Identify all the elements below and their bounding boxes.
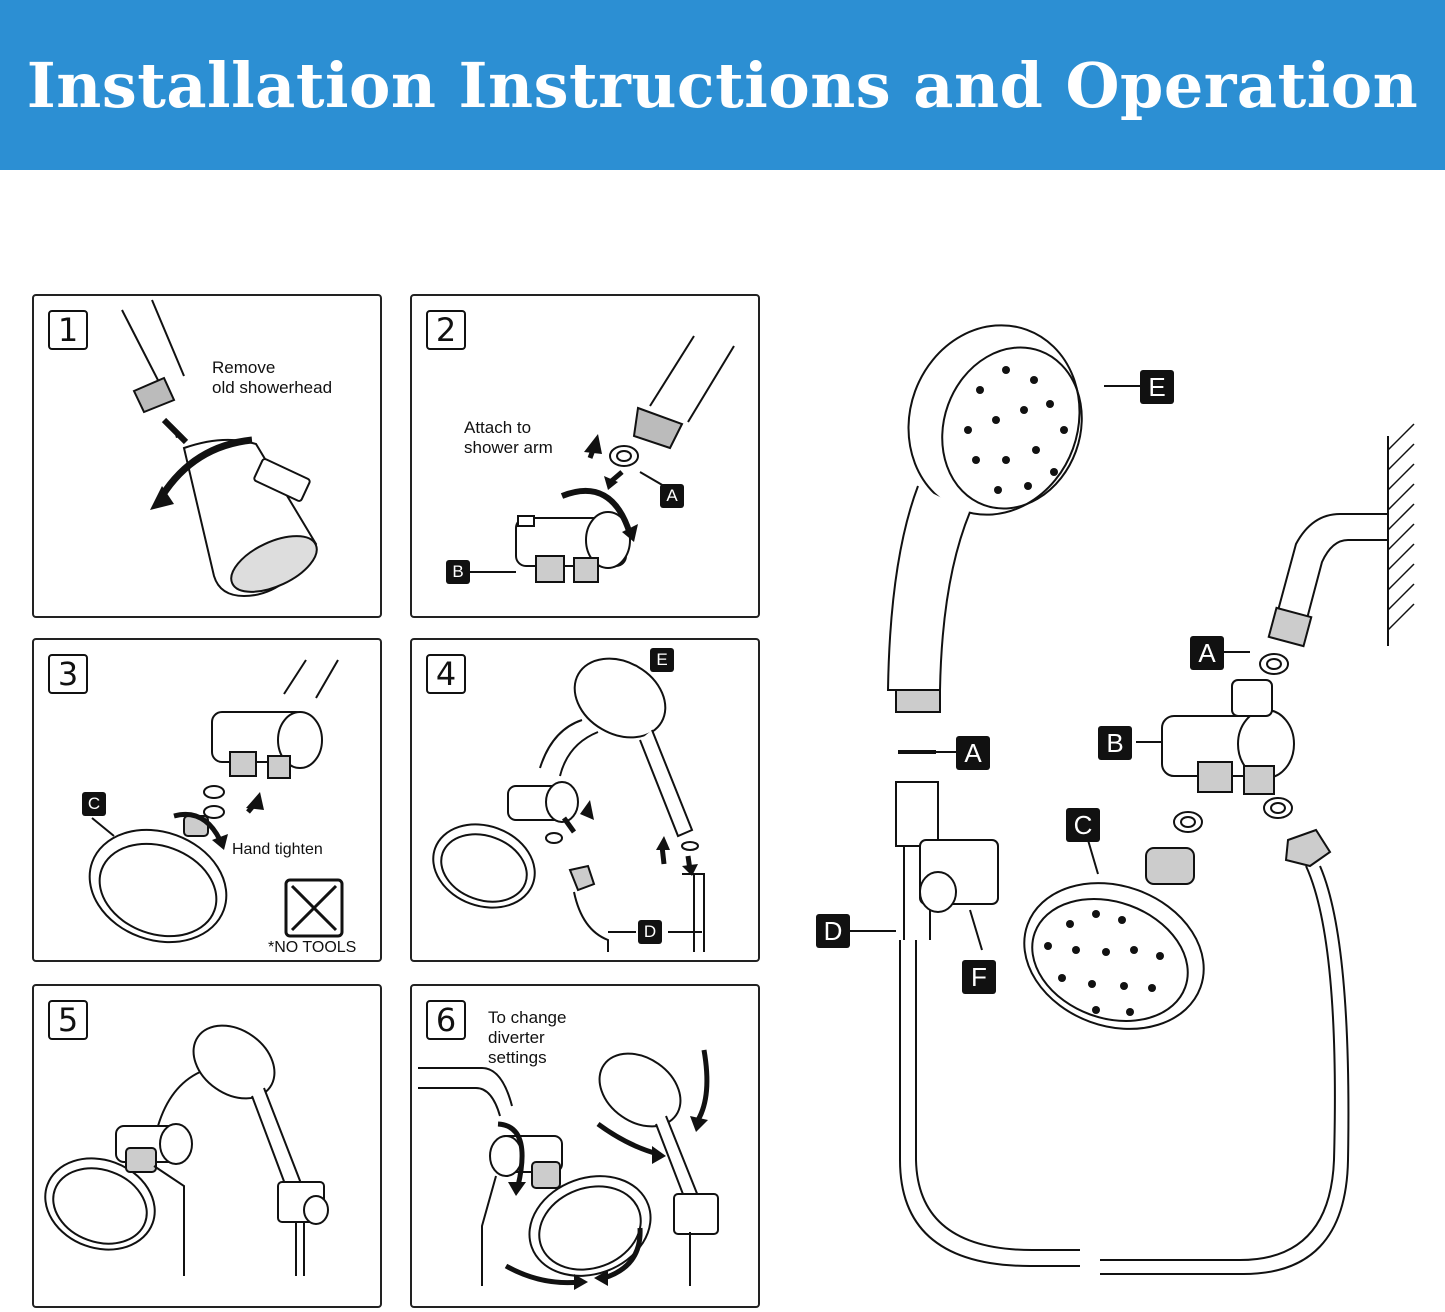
header-banner: Installation Instructions and Operation xyxy=(0,0,1445,170)
step-4-illustration xyxy=(432,657,705,952)
step-2-text: Attach to shower arm xyxy=(464,418,553,457)
diagram-label-f: F xyxy=(962,960,996,994)
diagram-label-a-right: A xyxy=(1190,636,1224,670)
step-5-panel: 5 xyxy=(32,984,382,1308)
step-1-text: Remove old showerhead xyxy=(212,358,333,397)
step-2-illustration xyxy=(466,335,735,583)
step-2-number: 2 xyxy=(426,310,466,350)
parts-diagram-illustration xyxy=(850,324,1415,1276)
diagram-label-d: D xyxy=(816,914,850,948)
step-6-number: 6 xyxy=(426,1000,466,1040)
diagram-label-a-left: A xyxy=(956,736,990,770)
step-5-illustration xyxy=(44,1024,329,1276)
step-6-text: To change diverter settings xyxy=(488,1008,567,1067)
step-3-number: 3 xyxy=(48,654,88,694)
step-3-illustration xyxy=(88,659,344,944)
part-label-a: A xyxy=(660,484,684,508)
step-1-illustration xyxy=(121,299,318,598)
diagram-label-c: C xyxy=(1066,808,1100,842)
step-4-number: 4 xyxy=(426,654,466,694)
step-3-text: Hand tighten xyxy=(232,841,323,858)
part-label-c: C xyxy=(82,792,106,816)
no-tools-note: *NO TOOLS xyxy=(268,939,357,956)
step-6-panel: 6 To change diverter settings xyxy=(410,984,760,1308)
step-4-panel: 4 E D xyxy=(410,638,760,962)
step-2-panel: 2 Attach to shower arm A B xyxy=(410,294,760,618)
diagram-label-b: B xyxy=(1098,726,1132,760)
step-3-panel: 3 Hand tighten *NO TOOLS C xyxy=(32,638,382,962)
part-label-b: B xyxy=(446,560,470,584)
step-5-number: 5 xyxy=(48,1000,88,1040)
step-1-number: 1 xyxy=(48,310,88,350)
step-6-illustration xyxy=(418,1049,719,1290)
parts-diagram: E A B A C D F xyxy=(800,300,1440,1300)
diagram-label-e: E xyxy=(1140,370,1174,404)
part-label-d: D xyxy=(638,920,662,944)
part-label-e: E xyxy=(650,648,674,672)
step-1-panel: 1 Remove old showerhead xyxy=(32,294,382,618)
page-title: Installation Instructions and Operation xyxy=(26,48,1419,122)
